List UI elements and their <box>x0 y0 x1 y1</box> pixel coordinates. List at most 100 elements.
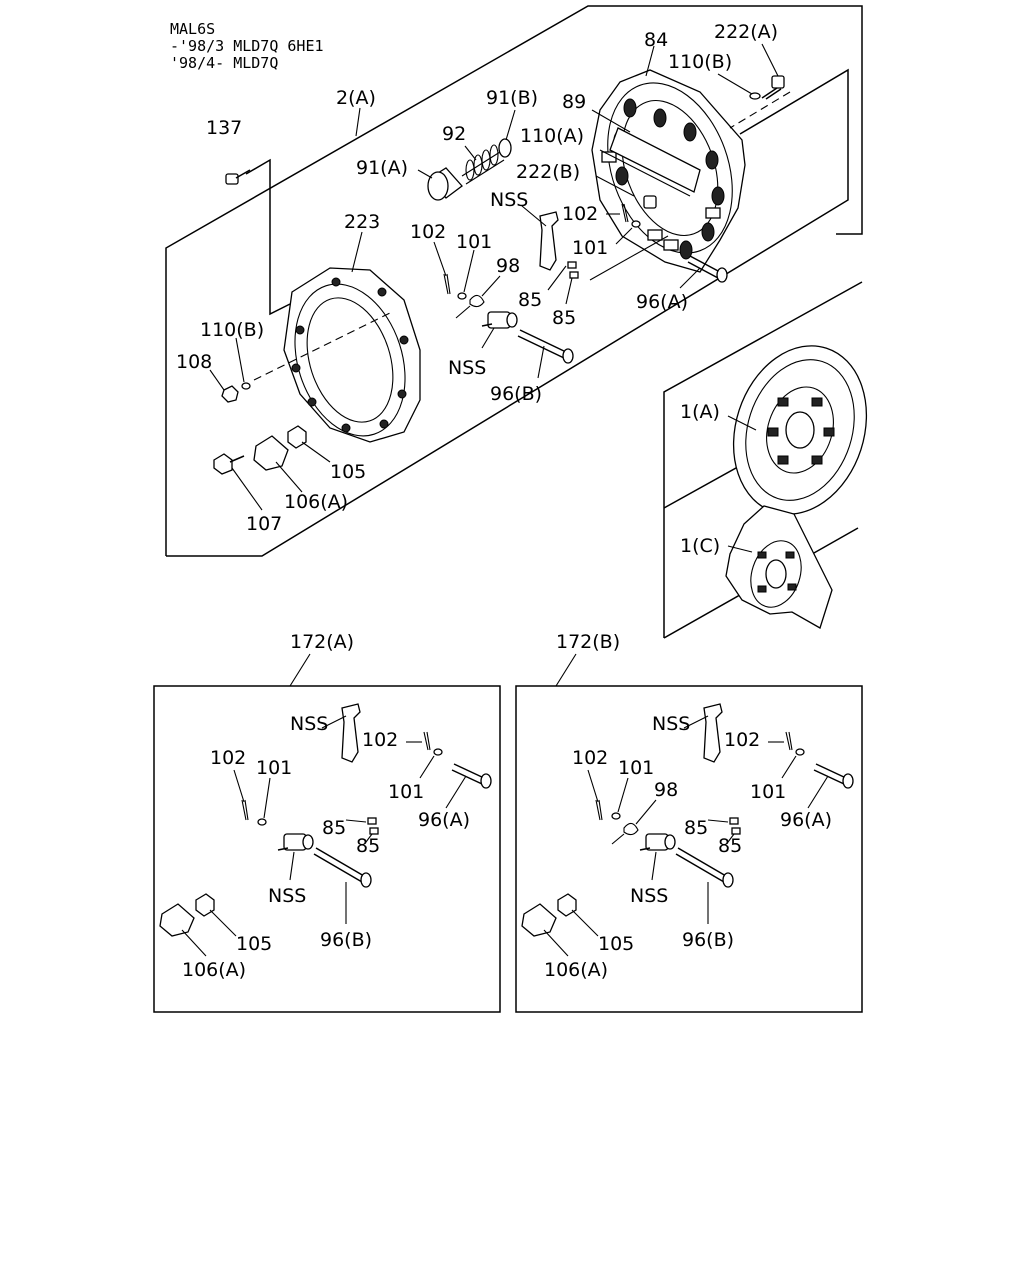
leader-89 <box>591 109 631 133</box>
label-108: 108 <box>176 351 212 373</box>
label-85-b: 85 <box>552 307 576 329</box>
axis-line-mid <box>589 235 669 281</box>
label-222b: 222(B) <box>516 161 580 183</box>
leader-85-a <box>547 265 567 291</box>
kit-a-label-101-right: 101 <box>388 781 424 803</box>
kit-a-label-85-a: 85 <box>322 817 346 839</box>
kit-b-label-102-top: 102 <box>724 729 760 751</box>
spring-98 <box>469 294 485 308</box>
nut-108 <box>221 385 239 403</box>
eye-bolt-nss <box>481 311 518 329</box>
label-nss-2: NSS <box>448 357 486 379</box>
kit-172a-title: 172(A) <box>290 631 354 653</box>
split-pin-102-right <box>621 203 629 223</box>
leader-101-left <box>463 249 475 293</box>
kit-b-label-96a: 96(A) <box>780 809 832 831</box>
leader-84 <box>645 45 655 77</box>
kit-b-label-85-b: 85 <box>718 835 742 857</box>
kit-b-label-102-left: 102 <box>572 747 608 769</box>
leader-91b <box>505 109 516 141</box>
label-106a: 106(A) <box>284 491 348 513</box>
spring-98-hook <box>455 305 471 319</box>
release-lever-nss <box>539 211 559 271</box>
bolt-107 <box>213 453 245 475</box>
model-code-text: MAL6S <box>170 20 215 38</box>
leader-nss-2 <box>481 327 495 349</box>
leader-110a <box>599 149 691 197</box>
label-nss-1: NSS <box>490 189 528 211</box>
clutch-disc-ceramic <box>725 505 833 629</box>
clutch-disc <box>732 345 868 515</box>
kit-a-label-102-top: 102 <box>362 729 398 751</box>
label-2a: 2(A) <box>336 87 376 109</box>
label-222a: 222(A) <box>714 21 778 43</box>
split-pin-102-left <box>443 273 451 295</box>
label-96b: 96(B) <box>490 383 542 405</box>
kit-b-label-105: 105 <box>598 933 634 955</box>
bolt-96a <box>687 255 728 283</box>
label-101-left: 101 <box>456 231 492 253</box>
leader-222a <box>761 43 779 77</box>
label-110b-left: 110(B) <box>200 319 264 341</box>
nut-105 <box>287 425 307 449</box>
leader-106a <box>275 461 303 493</box>
kit-b-label-101-right: 101 <box>750 781 786 803</box>
label-110a: 110(A) <box>520 125 584 147</box>
label-102-left: 102 <box>410 221 446 243</box>
kit-a-label-85-b: 85 <box>356 835 380 857</box>
leader-nss-1 <box>521 205 547 227</box>
leader-222b <box>595 175 635 197</box>
label-92: 92 <box>442 123 466 145</box>
model-range-2-text: '98/4- MLD7Q <box>170 54 278 72</box>
bolt-96b <box>517 329 574 364</box>
label-85-a: 85 <box>518 289 542 311</box>
leader-107 <box>231 467 263 511</box>
release-lever-plate <box>609 127 701 193</box>
kit-b-label-98: 98 <box>654 779 678 801</box>
leader-91a <box>417 169 433 179</box>
plate-106a <box>253 435 289 471</box>
kit-a-label-101-left: 101 <box>256 757 292 779</box>
model-range-1-text: -'98/3 MLD7Q 6HE1 <box>170 37 324 55</box>
label-110b-top: 110(B) <box>668 51 732 73</box>
leader-223 <box>351 231 363 273</box>
kit-a-label-96a: 96(A) <box>418 809 470 831</box>
bolt-222b <box>643 195 657 209</box>
label-137: 137 <box>206 117 242 139</box>
washer-110b-left <box>241 382 251 390</box>
kit-b-label-nss-top: NSS <box>652 713 690 735</box>
leader-102-left <box>433 241 447 277</box>
leader-98 <box>481 275 501 297</box>
washer-101-left <box>457 292 467 300</box>
kit-b-label-nss-bottom: NSS <box>630 885 668 907</box>
axis-line-top <box>729 91 791 129</box>
leader-92 <box>464 145 477 161</box>
release-bearing-assembly <box>427 138 512 201</box>
kit-b-label-106a: 106(A) <box>544 959 608 981</box>
leader-137 <box>245 158 291 316</box>
label-98: 98 <box>496 255 520 277</box>
label-1c: 1(C) <box>680 535 720 557</box>
label-105: 105 <box>330 461 366 483</box>
leader-108 <box>209 369 225 391</box>
bolt-137 <box>225 169 251 185</box>
leader-85-b <box>565 277 573 305</box>
kit-a-label-nss-top: NSS <box>290 713 328 735</box>
label-102-right: 102 <box>562 203 598 225</box>
kit-172b <box>515 653 863 1013</box>
leader-1a <box>727 415 757 431</box>
kit-172a <box>153 653 501 1013</box>
kit-b-label-96b: 96(B) <box>682 929 734 951</box>
kit-b-label-101-left: 101 <box>618 757 654 779</box>
pin-85-a <box>567 261 577 269</box>
label-91b: 91(B) <box>486 87 538 109</box>
bolt-222a <box>761 75 785 100</box>
washer-101-right <box>631 220 641 228</box>
leader-110b-left <box>235 337 245 383</box>
kit-a-label-105: 105 <box>236 933 272 955</box>
kit-172b-title: 172(B) <box>556 631 620 653</box>
leader-1c <box>727 545 753 553</box>
kit-a-label-96b: 96(B) <box>320 929 372 951</box>
leader-105 <box>301 441 331 463</box>
